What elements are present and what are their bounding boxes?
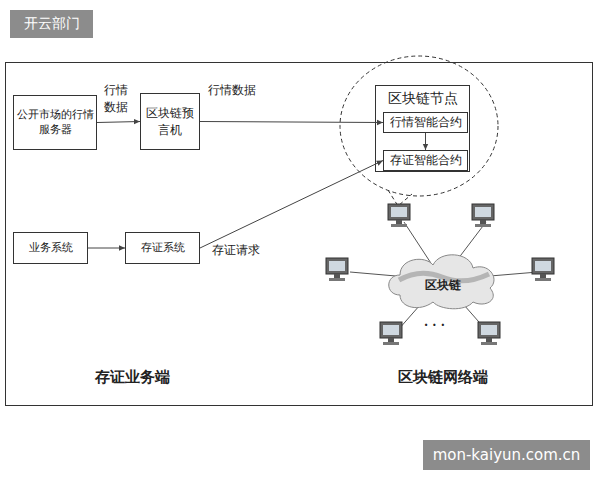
node-text: 区块链预言机 — [143, 105, 197, 137]
edge-label: 存证请求 — [212, 242, 292, 259]
blockchain-cloud: 区块链 — [385, 250, 500, 310]
computer-icon — [388, 204, 410, 227]
outer-frame — [6, 63, 593, 406]
ellipsis-mark: · · · — [424, 318, 445, 332]
process-box: 业务系统 — [13, 232, 88, 264]
node-text: 存证智能合约 — [390, 152, 462, 168]
edge-label: 行情数据 — [104, 82, 132, 116]
computer-icons — [326, 204, 554, 345]
computer-icon — [380, 322, 402, 345]
network-links — [350, 222, 538, 330]
smart-contract-box: 行情智能合约 — [383, 112, 468, 133]
connector-arrow — [88, 248, 125, 249]
node-text: 区块链 — [425, 277, 461, 293]
smart-contract-box: 存证智能合约 — [383, 150, 468, 171]
computer-icon — [532, 258, 554, 281]
computer-icon — [326, 258, 348, 281]
process-box: 存证系统 — [125, 232, 200, 264]
node-text: 公开市场的行情服务器 — [16, 108, 94, 138]
connector-arrow — [200, 161, 383, 249]
server-box: 公开市场的行情服务器 — [13, 95, 97, 150]
watermark: 开云部门 — [10, 10, 93, 38]
node-text: 业务系统 — [29, 241, 73, 256]
connector-arrow — [200, 122, 383, 123]
watermark: mon-kaiyun.com.cn — [423, 440, 590, 470]
computer-icon — [478, 322, 500, 345]
blockchain-node-box: 区块链节点行情智能合约存证智能合约 — [375, 85, 470, 172]
computer-icon — [472, 204, 494, 227]
connector-arrow — [97, 122, 140, 123]
section-label: 区块链网络端 — [398, 368, 488, 387]
cloud-outline — [389, 255, 494, 309]
edge-label: 行情数据 — [208, 82, 288, 99]
node-text: 存证系统 — [141, 241, 185, 256]
callout-bubble — [340, 56, 498, 196]
oracle-box: 区块链预言机 — [140, 93, 200, 150]
node-heading: 区块链节点 — [388, 89, 458, 108]
node-text: 行情智能合约 — [390, 114, 462, 130]
section-label: 存证业务端 — [95, 368, 170, 387]
